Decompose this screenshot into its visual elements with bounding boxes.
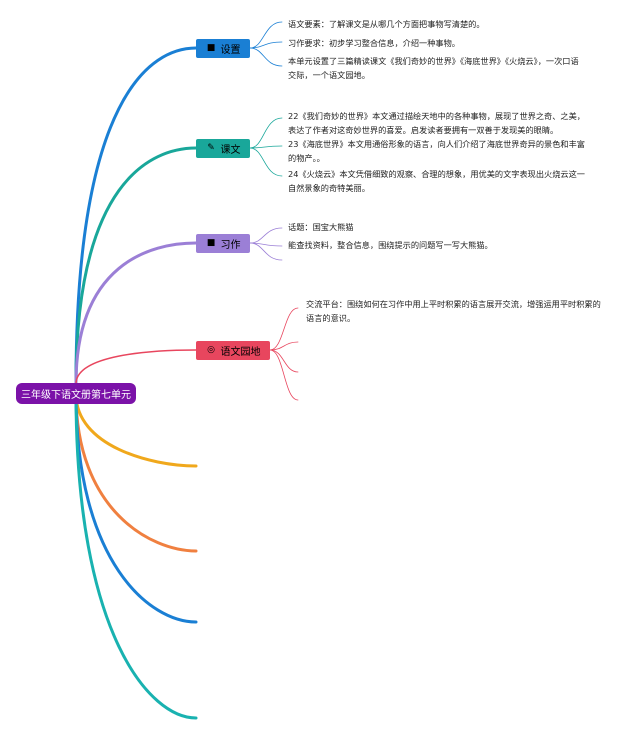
circle-icon: ◎: [207, 345, 215, 355]
connector-kewen: [74, 146, 198, 386]
branch-xizuo[interactable]: ■ 习作: [196, 234, 250, 253]
branch-xizuo-label: 习作: [220, 240, 241, 251]
connector-extra-2: [74, 392, 198, 553]
connector-yuwenyuandi: [75, 349, 197, 385]
connector-note-shezhi-2: [249, 41, 283, 49]
connector-note-yuwenyuandi-1: [269, 307, 299, 351]
connector-note-kewen-3: [249, 147, 283, 177]
note-shezhi-3[interactable]: 本单元设置了三篇精读课文《我们奇妙的世界》《海底世界》《火烧云》，一次口语交际，…: [288, 56, 579, 80]
branch-shezhi-label: 设置: [220, 45, 241, 56]
connector-note-shezhi-3: [249, 47, 283, 67]
pencil-icon: ✎: [207, 143, 215, 153]
branch-shezhi[interactable]: ■ 设置: [196, 39, 250, 58]
connector-note-shezhi-1: [249, 21, 283, 49]
root-topic-label: 三年级下语文册第七单元: [21, 390, 131, 401]
connector-xizuo: [74, 241, 198, 386]
branch-yuwenyuandi[interactable]: ◎ 语文园地: [196, 341, 270, 360]
root-topic[interactable]: 三年级下语文册第七单元: [16, 383, 136, 404]
note-xizuo-1[interactable]: 话题：国宝大熊猫: [288, 222, 354, 232]
connector-note-kewen-2: [249, 145, 283, 149]
note-yuwenyuandi-1[interactable]: 交流平台：围绕如何在习作中用上平时积累的语言展开交流，增强运用平时积累的语言的意…: [306, 299, 601, 323]
connector-shezhi: [74, 46, 198, 386]
connector-extra-3: [74, 392, 198, 624]
connector-note-kewen-1: [249, 117, 283, 149]
connector-extra-1: [74, 392, 198, 468]
connector-note-xizuo-1: [249, 227, 283, 244]
connector-note-yuwenyuandi-4: [269, 349, 299, 401]
note-kewen-2[interactable]: 23《海底世界》本文用通俗形象的语言，向人们介绍了海底世界奇异的景色和丰富的物产…: [288, 139, 585, 163]
connector-extra-4: [74, 392, 198, 720]
branch-yuwenyuandi-label: 语文园地: [220, 347, 261, 358]
branch-kewen-label: 课文: [220, 145, 241, 156]
connector-note-yuwenyuandi-2: [269, 341, 299, 351]
square-icon: ■: [206, 43, 216, 53]
note-kewen-3[interactable]: 24《火烧云》本文凭借细致的观察、合理的想象，用优美的文字表现出火烧云这一自然景…: [288, 169, 585, 193]
note-kewen-1[interactable]: 22《我们奇妙的世界》本文通过描绘天地中的各种事物，展现了世界之奇、之美，表达了…: [288, 111, 585, 135]
note-shezhi-1[interactable]: 语文要素：了解课文是从哪几个方面把事物写清楚的。: [288, 19, 485, 29]
branch-kewen[interactable]: ✎ 课文: [196, 139, 250, 158]
note-shezhi-2[interactable]: 习作要求：初步学习整合信息，介绍一种事物。: [288, 38, 460, 48]
note-xizuo-2[interactable]: 能查找资料，整合信息，围绕提示的问题写一写大熊猫。: [288, 240, 493, 250]
connector-note-yuwenyuandi-3: [269, 349, 299, 373]
square-icon: ■: [206, 238, 216, 248]
connector-note-xizuo-3: [249, 242, 283, 261]
